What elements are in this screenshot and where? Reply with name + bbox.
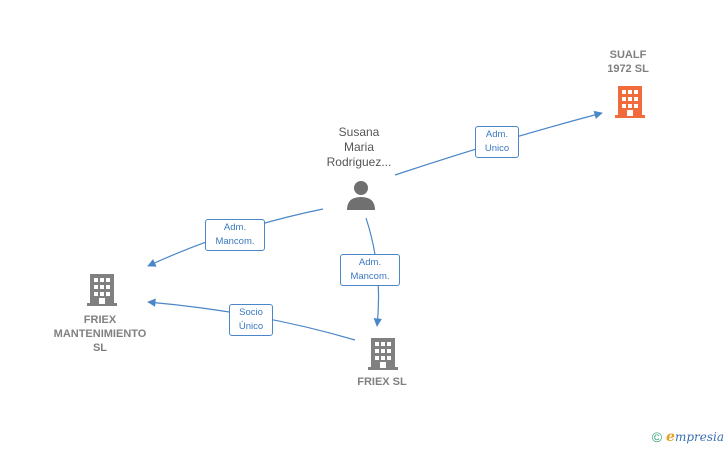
building-icon[interactable] [367, 336, 399, 370]
building-icon[interactable] [86, 272, 118, 306]
person-icon[interactable] [345, 180, 377, 210]
copyright-symbol: © [651, 429, 663, 445]
friex-mant-label[interactable]: FRIEX MANTENIMIENTO SL [53, 314, 147, 354]
building-icon[interactable] [614, 84, 646, 118]
footer-watermark: © empresia [652, 429, 724, 445]
sualf-label[interactable]: SUALF 1972 SL [607, 49, 649, 75]
edge-label-adm-mancom: Adm. Mancom. [340, 254, 400, 286]
edge-label-socio-unico: Socio Único [229, 304, 273, 336]
empresia-logo: empresia [666, 429, 724, 445]
edge-label-adm-mancom: Adm. Mancom. [205, 219, 265, 251]
friex-sl-label[interactable]: FRIEX SL [357, 376, 407, 388]
edge-label-adm-unico: Adm. Unico [475, 126, 519, 158]
person-label[interactable]: Susana Maria Rodriguez... [326, 125, 392, 169]
